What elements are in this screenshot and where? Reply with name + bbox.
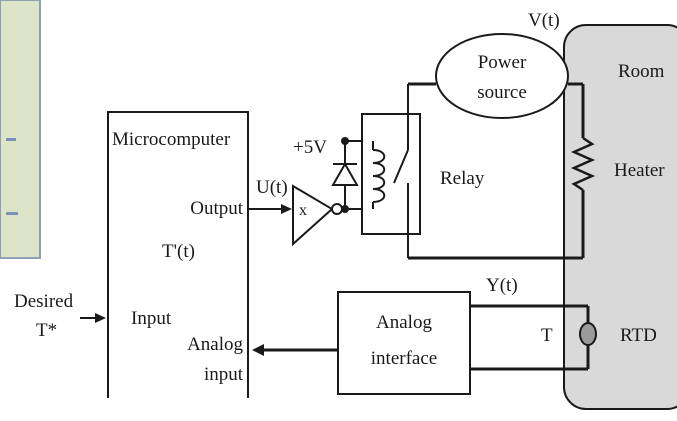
relay-coil <box>372 149 386 203</box>
desired-label-line2: T* <box>36 320 57 341</box>
microcomputer-label: Microcomputer <box>112 129 231 150</box>
input-label: Input <box>131 308 172 329</box>
microcomputer-box <box>107 111 249 398</box>
rtd-label: RTD <box>620 325 657 346</box>
analog-interface-box <box>337 291 471 395</box>
relay-box <box>361 113 421 235</box>
thumbnail-mark <box>6 138 16 141</box>
room-label: Room <box>618 61 665 82</box>
desired-label-line1: Desired <box>14 291 74 312</box>
inverter-gate <box>292 184 334 247</box>
thumbnail-fragment <box>0 0 41 259</box>
analog-input-label-line1: Analog <box>187 334 243 355</box>
inverter-bubble <box>331 203 343 215</box>
t-label: T <box>541 325 553 346</box>
analog-interface-label-line1: Analog <box>376 312 432 333</box>
u-t-label: U(t) <box>256 177 288 198</box>
diode-symbol <box>331 161 359 186</box>
relay-switch-blade <box>393 149 409 184</box>
power-label-line1: Power <box>478 52 527 73</box>
x-label: x <box>299 202 307 219</box>
power-label-line2: source <box>477 82 527 103</box>
thumbnail-mark <box>6 212 18 215</box>
relay-label: Relay <box>440 168 485 189</box>
rtd-sensor <box>579 322 597 346</box>
v-t-label: V(t) <box>528 10 560 31</box>
heater-label: Heater <box>614 160 665 181</box>
power-source-ellipse <box>435 33 569 119</box>
plus-5v-label: +5V <box>293 137 327 158</box>
output-arrow-head <box>281 204 292 214</box>
y-t-label: Y(t) <box>486 275 518 296</box>
analog-input-label-line2: input <box>204 364 244 385</box>
feedback-arrow-head <box>252 344 264 356</box>
t-prime-label: T'(t) <box>162 241 195 262</box>
analog-interface-label-line2: interface <box>371 348 437 369</box>
desired-arrow-head <box>95 313 106 323</box>
output-label: Output <box>190 198 244 219</box>
heater-resistor <box>570 136 596 192</box>
room-enclosure <box>563 24 677 410</box>
